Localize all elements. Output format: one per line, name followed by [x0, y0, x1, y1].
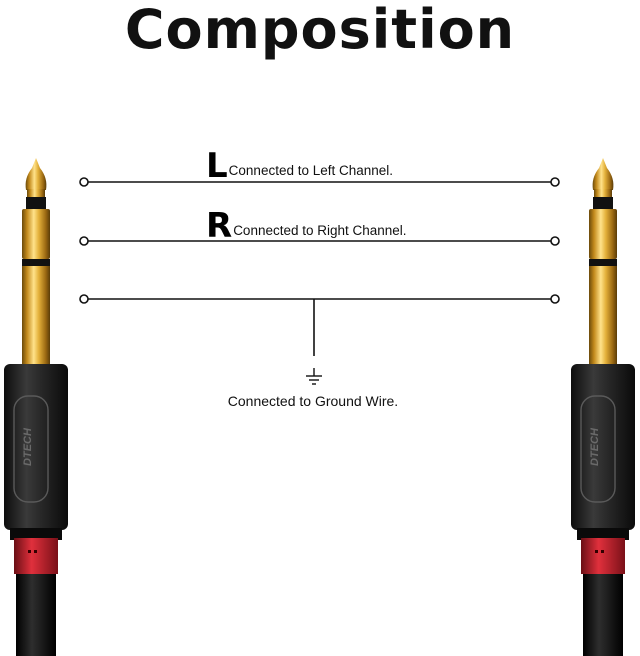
left-channel-terminal-left: [79, 177, 89, 187]
right-channel-label: RConnected to Right Channel.: [206, 206, 407, 246]
left-channel-text: Connected to Left Channel.: [228, 163, 394, 178]
ground-wire-label: Connected to Ground Wire.: [227, 393, 399, 409]
right-channel-letter: R: [206, 206, 233, 246]
left-channel-label: LConnected to Left Channel.: [206, 146, 393, 186]
wire-lines: [79, 177, 560, 356]
ground-terminal-right: [550, 294, 560, 304]
ground-symbol-icon: [306, 368, 322, 385]
right-channel-text: Connected to Right Channel.: [233, 223, 407, 238]
ground-terminal-left: [79, 294, 89, 304]
right-channel-terminal-right: [550, 236, 560, 246]
left-channel-terminal-right: [550, 177, 560, 187]
page-title: Composition: [124, 0, 516, 61]
left-channel-letter: L: [206, 146, 228, 186]
right-channel-terminal-left: [79, 236, 89, 246]
